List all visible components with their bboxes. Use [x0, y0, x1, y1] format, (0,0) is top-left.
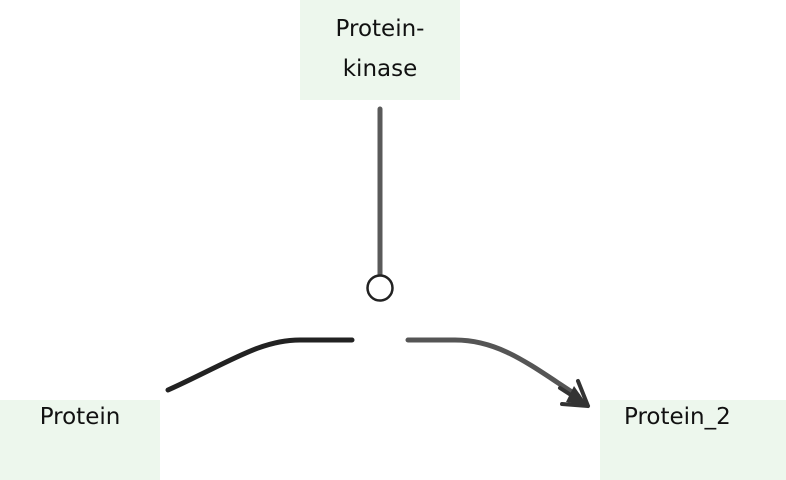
node-protein-kinase-label: Protein- kinase [335, 16, 425, 82]
catalysis-circle-icon[interactable] [366, 274, 394, 302]
node-protein-kinase[interactable]: Protein- kinase [300, 0, 460, 100]
node-protein-label: Protein [39, 404, 121, 430]
node-protein-2-label: Protein_2 [624, 404, 731, 430]
production-edge[interactable] [405, 337, 581, 399]
node-protein-2[interactable]: Protein_2 [600, 400, 786, 480]
node-protein[interactable]: Protein [0, 400, 160, 480]
consumption-edge[interactable] [165, 337, 355, 393]
